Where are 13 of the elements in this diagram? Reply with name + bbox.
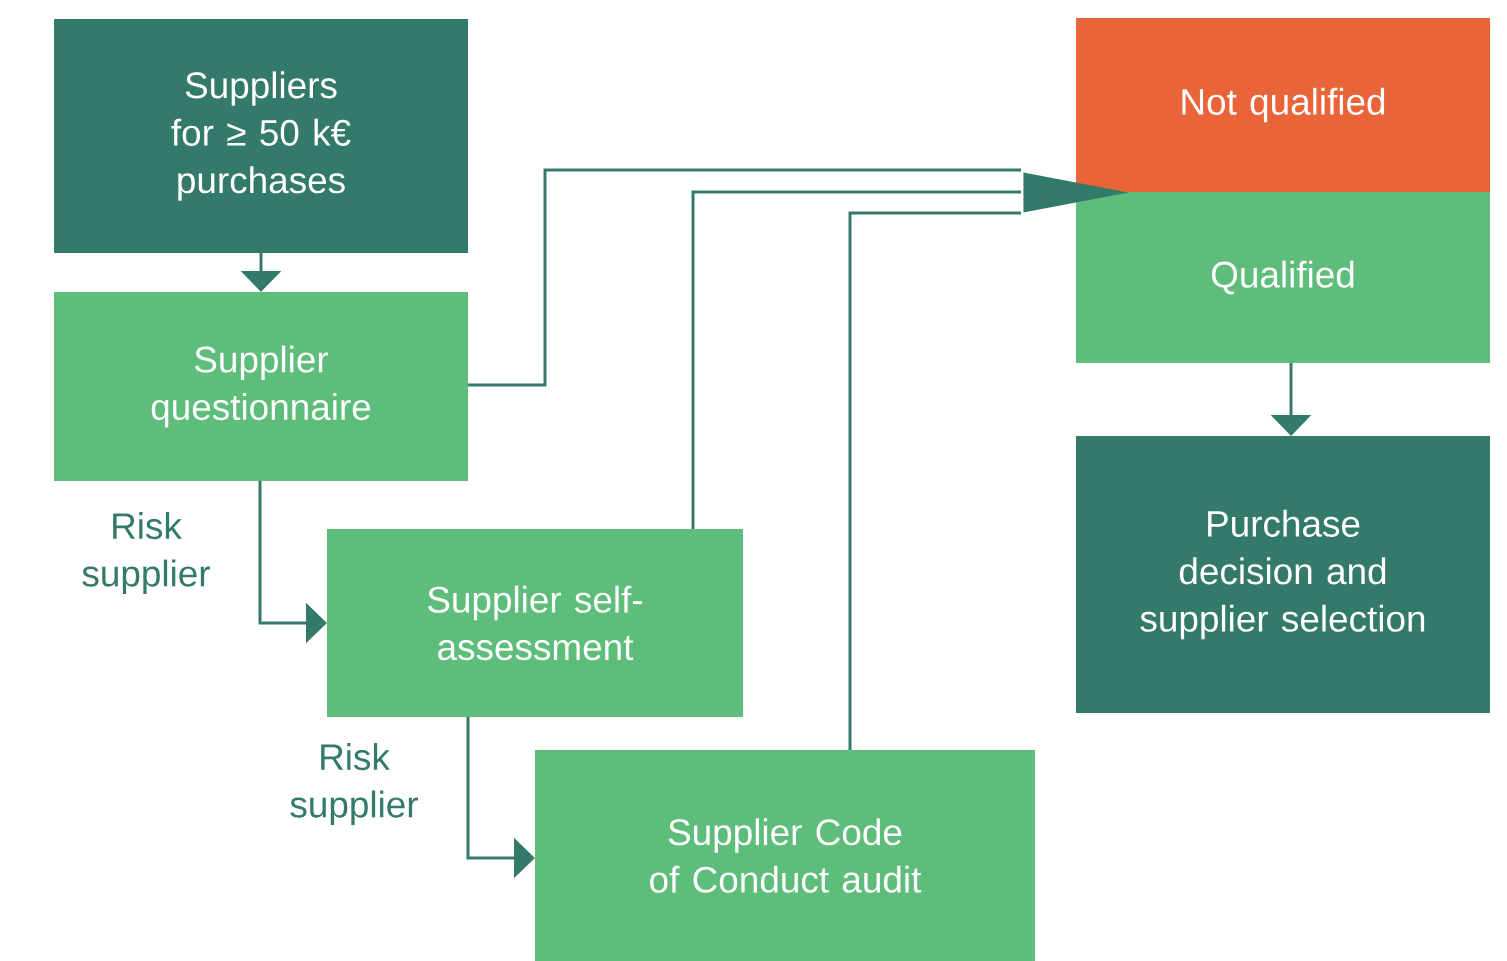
connector-line bbox=[468, 168, 1021, 387]
connector-line bbox=[848, 211, 1021, 750]
triangle-shape bbox=[1023, 172, 1129, 213]
process-box: Supplier questionnaire bbox=[54, 292, 468, 481]
process-box: Supplier Code of Conduct audit bbox=[535, 750, 1035, 961]
process-box: Supplier self-assessment bbox=[327, 529, 743, 717]
process-box: Suppliers for ≥ 50 k€ purchases bbox=[54, 19, 468, 253]
process-box: Qualified bbox=[1076, 192, 1490, 363]
process-box: Not qualified bbox=[1076, 18, 1490, 192]
process-box: Purchase decision and supplier selection bbox=[1076, 436, 1490, 713]
connector-line bbox=[691, 190, 1021, 529]
edge-label: Risk supplier bbox=[267, 741, 441, 827]
edge-label: Risk supplier bbox=[59, 510, 233, 596]
